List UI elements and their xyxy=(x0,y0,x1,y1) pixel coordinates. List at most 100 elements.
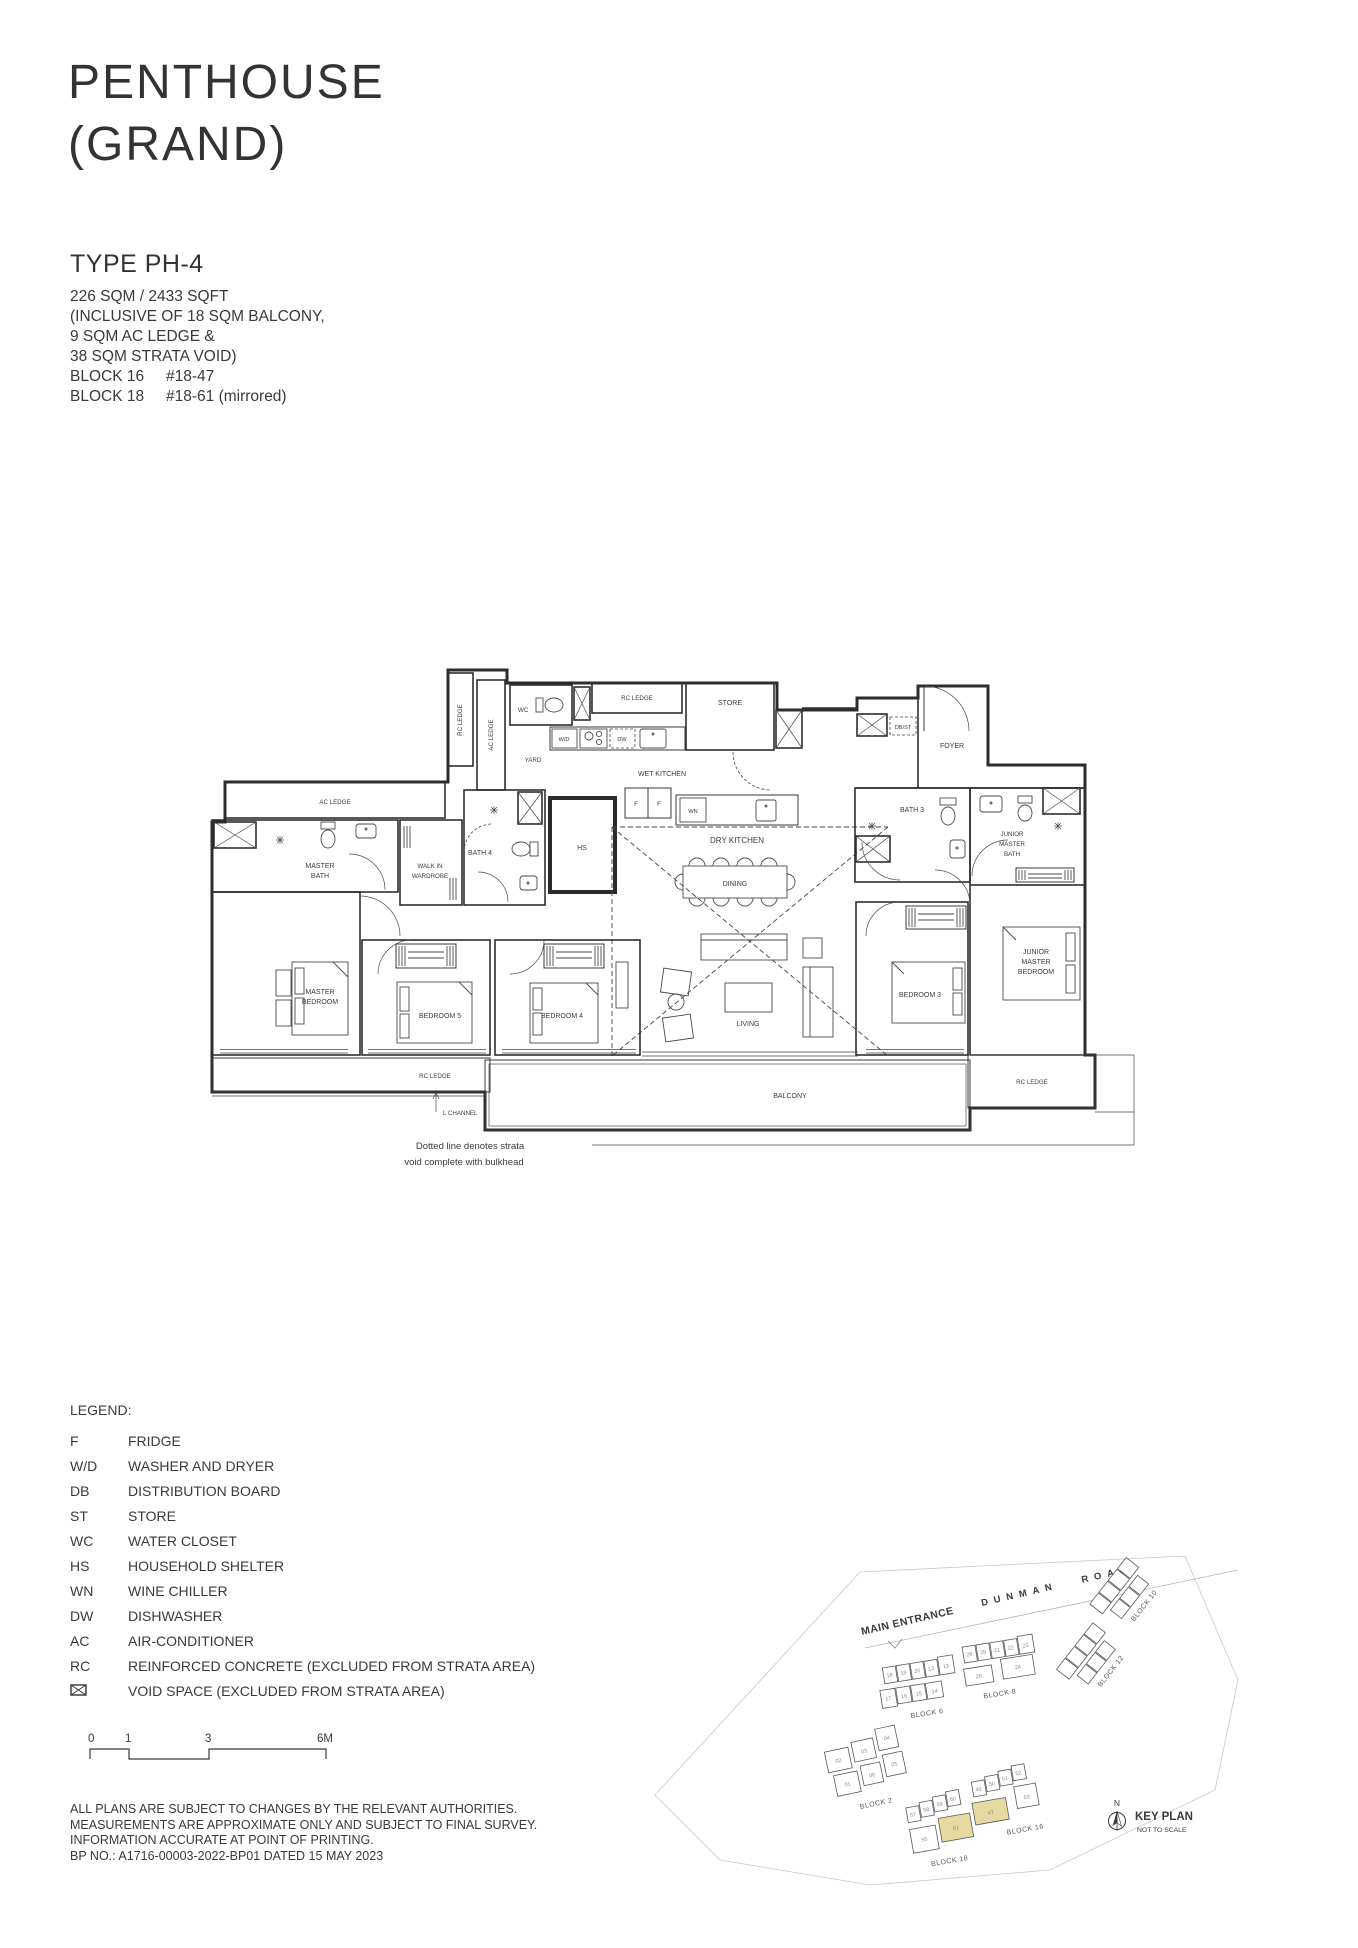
db-st-label: DB/ST xyxy=(895,725,912,731)
void-space-icon xyxy=(856,713,888,737)
armchair-icon xyxy=(661,1013,695,1043)
l-channel-callout: L CHANNEL xyxy=(432,1092,478,1117)
svg-text:13: 13 xyxy=(943,1664,950,1671)
block-name: BLOCK 16 xyxy=(70,368,145,385)
page-title-line1: PENTHOUSE xyxy=(68,56,385,109)
highlighted-unit-61 xyxy=(937,1812,975,1843)
svg-text:24: 24 xyxy=(1015,1664,1022,1671)
master-bedroom: MASTER BEDROOM xyxy=(211,891,401,1056)
block-18: 57 58 59 60 55 61 BLOCK 18 xyxy=(905,1789,975,1868)
site-boundary xyxy=(654,1555,1239,1886)
svg-text:52: 52 xyxy=(1015,1770,1022,1777)
key-plan: MAIN ENTRANCE DUNMAN ROAD 18 19 20 12 13… xyxy=(654,1555,1239,1886)
bedroom3-label: BEDROOM 3 xyxy=(899,992,941,999)
svg-text:16: 16 xyxy=(901,1693,908,1700)
svg-text:06: 06 xyxy=(869,1772,876,1779)
door-arc xyxy=(477,871,509,903)
kitchen-sink-icon xyxy=(755,799,777,822)
svg-text:22: 22 xyxy=(1007,1645,1014,1652)
svg-text:19: 19 xyxy=(900,1670,907,1677)
svg-text:23: 23 xyxy=(1022,1643,1029,1650)
footer-line: BP NO.: A1716-00003-2022-BP01 DATED 15 M… xyxy=(70,1848,384,1863)
bed-icon xyxy=(1002,926,1081,1001)
round-table-icon xyxy=(667,993,685,1011)
bedroom4-label: BEDROOM 4 xyxy=(541,1013,583,1020)
side-table-icon xyxy=(802,937,823,959)
ac-ledge-label-left: AC LEDGE xyxy=(319,799,350,806)
svg-text:57: 57 xyxy=(910,1812,917,1819)
fridge-label: F xyxy=(634,801,638,808)
unit-inclusive-3: 38 SQM STRATA VOID) xyxy=(70,348,237,365)
north-label: N xyxy=(1114,1798,1120,1808)
bed-icon xyxy=(529,982,599,1044)
block-unit: #18-47 xyxy=(166,368,215,385)
block16-label: BLOCK 16 xyxy=(1006,1823,1044,1836)
master-bedroom-label: BEDROOM xyxy=(302,999,338,1006)
svg-text:55: 55 xyxy=(921,1837,928,1844)
bath4-label: BATH 4 xyxy=(468,850,492,857)
master-bath-label: MASTER xyxy=(305,863,334,870)
dishwasher-label: DW xyxy=(617,737,627,743)
household-shelter-label: HS xyxy=(577,845,587,852)
wardrobe-icon xyxy=(1015,867,1075,883)
block16-18-cluster: 57 58 59 60 55 61 BLOCK 18 49 50 51 52 4… xyxy=(905,1763,1044,1868)
wine-chiller-label: WN xyxy=(688,809,697,815)
legend-title: LEGEND: xyxy=(70,1402,132,1418)
entry-door-arc xyxy=(923,685,970,732)
wet-kitchen-label: WET KITCHEN xyxy=(638,771,686,778)
wardrobe-rail xyxy=(403,826,457,900)
svg-text:47: 47 xyxy=(987,1810,994,1817)
bed-icon xyxy=(891,961,966,1024)
block6-8-cluster: 18 19 20 12 13 17 16 15 14 BLOCK 6 28 29… xyxy=(879,1633,1036,1720)
svg-text:04: 04 xyxy=(883,1735,890,1742)
bedroom5-label: BEDROOM 5 xyxy=(419,1013,461,1020)
unit-area: 226 SQM / 2433 SQFT xyxy=(70,288,229,305)
coffee-table-icon xyxy=(724,982,773,1013)
legend-row: VOID SPACE (EXCLUDED FROM STRATA AREA) xyxy=(70,1678,535,1703)
living-label: LIVING xyxy=(737,1021,760,1028)
tv-console-icon xyxy=(700,933,788,961)
junior-master-bedroom: JUNIOR MASTER BEDROOM xyxy=(934,867,1085,1056)
armchair-icon xyxy=(659,967,693,997)
block-name: BLOCK 18 xyxy=(70,388,145,405)
svg-text:53: 53 xyxy=(1023,1794,1030,1801)
main-entrance-label: MAIN ENTRANCE xyxy=(860,1605,955,1638)
wardrobe-icon xyxy=(543,943,605,969)
bedroom-4: BEDROOM 4 xyxy=(494,939,641,1056)
block18-label: BLOCK 18 xyxy=(931,1855,969,1868)
strata-void-annotation: Dotted line denotes strata void complete… xyxy=(404,1112,1135,1168)
windows xyxy=(220,1049,964,1057)
block-8: 28 29 21 22 23 26 24 BLOCK 8 xyxy=(961,1633,1036,1700)
svg-text:60: 60 xyxy=(950,1796,957,1803)
void-space-icon xyxy=(517,791,543,825)
svg-text:01: 01 xyxy=(844,1782,851,1789)
dry-kitchen-label: DRY KITCHEN xyxy=(710,836,764,845)
dining-label: DINING xyxy=(723,881,748,888)
wc-toilet xyxy=(535,697,564,713)
bath4-hs-zone: BATH 4 HS xyxy=(463,789,617,906)
svg-text:28: 28 xyxy=(966,1652,973,1659)
floorplan-drawing: RC LEDGE AC LEDGE WC RC LEDGE STORE W/D xyxy=(210,668,1135,1168)
toilet-icon xyxy=(939,797,957,826)
foyer-zone: DB/ST FOYER xyxy=(802,685,970,788)
stove-icon xyxy=(579,728,608,749)
door-arc xyxy=(348,853,386,891)
highlighted-unit-47 xyxy=(971,1796,1010,1826)
void-space-icon xyxy=(855,835,891,863)
rc-ledge-label-bottom: RC LEDGE xyxy=(419,1073,451,1080)
annotation-text: void complete with bulkhead xyxy=(404,1157,523,1168)
svg-text:18: 18 xyxy=(886,1672,893,1679)
svg-text:20: 20 xyxy=(914,1668,921,1675)
footer-notes: ALL PLANS ARE SUBJECT TO CHANGES BY THE … xyxy=(70,1802,537,1864)
unit-inclusive-2: 9 SQM AC LEDGE & xyxy=(70,328,215,345)
svg-text:26: 26 xyxy=(976,1674,983,1681)
